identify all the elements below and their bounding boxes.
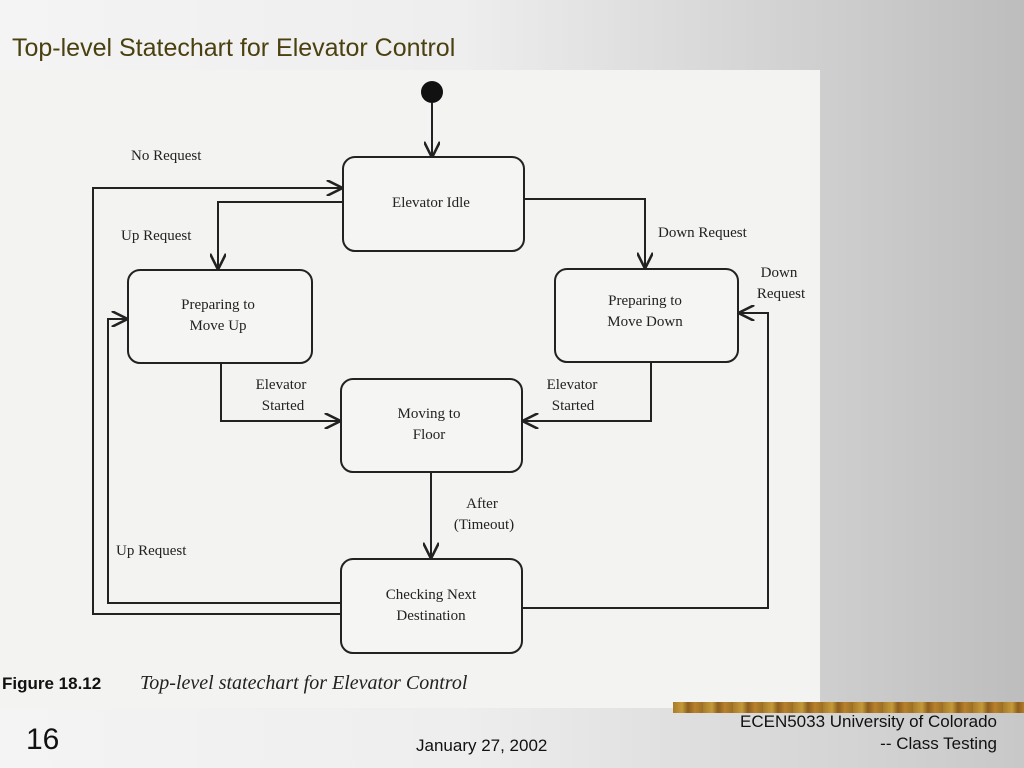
transition-up-request-top [218, 201, 343, 268]
state-label-checking-2: Destination [396, 608, 466, 624]
label-up-request-top: Up Request [121, 228, 192, 244]
label-elevator-started-right-2: Started [552, 398, 595, 414]
transition-elevator-started-right [524, 362, 652, 421]
state-label-prep-down-1: Preparing to [608, 293, 682, 309]
label-no-request: No Request [131, 148, 202, 164]
figure-caption-number: Figure 18.12 [2, 674, 101, 693]
label-elevator-started-left-2: Started [262, 398, 305, 414]
state-checking-next-destination [340, 558, 523, 654]
transition-no-request [92, 188, 341, 615]
state-preparing-move-up [127, 269, 313, 364]
state-elevator-idle [342, 156, 525, 252]
state-label-prep-down-2: Move Down [607, 314, 683, 330]
state-moving-to-floor [340, 378, 523, 473]
state-label-prep-up-2: Move Up [189, 318, 246, 334]
label-after-2: (Timeout) [454, 517, 514, 533]
state-label-moving-1: Moving to [398, 406, 461, 422]
statechart-svg: Elevator Idle Preparing to Move Up Prepa… [2, 81, 806, 694]
label-up-request-bottom: Up Request [116, 543, 187, 559]
label-down-request-right-1: Down [761, 265, 798, 281]
transition-down-request-right [522, 313, 769, 609]
state-label-prep-up-1: Preparing to [181, 297, 255, 313]
initial-state-dot [421, 81, 443, 103]
transition-down-request-top [524, 198, 645, 267]
label-down-request-top: Down Request [658, 225, 748, 241]
label-elevator-started-left-1: Elevator [256, 377, 307, 393]
state-label-checking-1: Checking Next [386, 587, 477, 603]
state-label-moving-2: Floor [413, 427, 446, 443]
transition-elevator-started-left [220, 363, 339, 421]
decorative-strip [673, 702, 1024, 713]
figure-caption-text: Top-level statechart for Elevator Contro… [140, 672, 468, 694]
transition-up-request-bottom [107, 319, 341, 604]
label-down-request-right-2: Request [757, 286, 806, 302]
footer-date: January 27, 2002 [416, 736, 548, 755]
state-preparing-move-down [554, 268, 739, 363]
footer-bar [0, 708, 1024, 768]
slide-title: Top-level Statechart for Elevator Contro… [12, 34, 456, 62]
footer-course: ECEN5033 University of Colorado -- Class… [740, 711, 997, 755]
footer-course-line-1: ECEN5033 University of Colorado [739, 712, 997, 731]
label-elevator-started-right-1: Elevator [547, 377, 598, 393]
state-label-idle: Elevator Idle [392, 195, 470, 211]
statechart-figure: Elevator Idle Preparing to Move Up Prepa… [0, 70, 820, 708]
label-after-1: After [466, 496, 498, 512]
footer-course-line-2: -- Class Testing [880, 734, 997, 753]
slide-number: 16 [26, 723, 60, 756]
